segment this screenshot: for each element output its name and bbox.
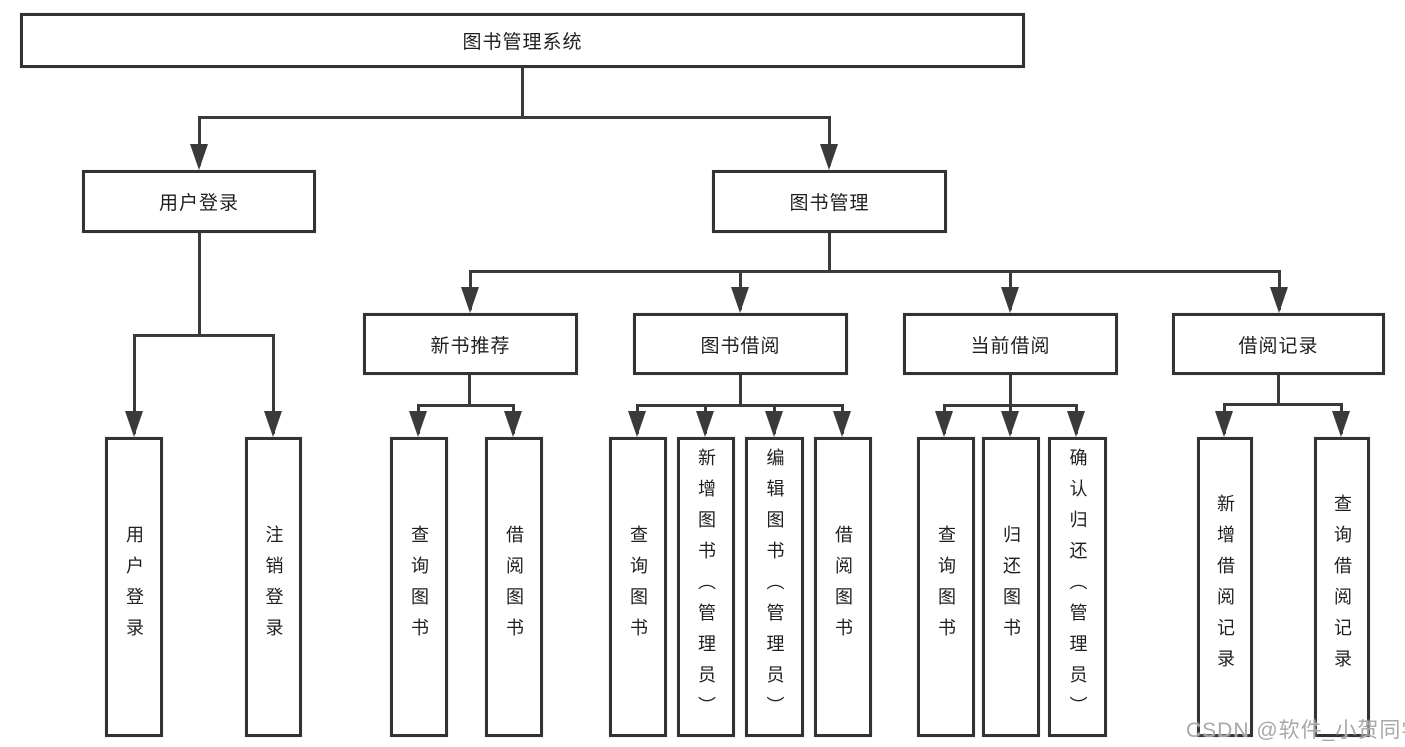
- node-current-borrow: 当前借阅: [903, 313, 1118, 375]
- leaf-records-add-record-label: 新增借阅记录: [1215, 494, 1235, 680]
- node-borrow-records-label: 借阅记录: [1238, 335, 1319, 357]
- connector-level3-bus: [469, 270, 1281, 273]
- leaf-current-confirm-return-admin: 确认归还（管理员）: [1048, 437, 1107, 737]
- connector-leaf-user-login-stem: [133, 334, 136, 434]
- leaf-logout-login-label: 注销登录: [263, 525, 284, 649]
- arrowhead-recommend-leaf1: [409, 411, 427, 437]
- leaf-current-return-book: 归还图书: [982, 437, 1040, 737]
- leaf-recommend-borrow-book: 借阅图书: [485, 437, 543, 737]
- arrowhead-leaf-logout: [264, 411, 282, 437]
- leaf-current-confirm-return-admin-label: 确认归还（管理员）: [1067, 447, 1088, 727]
- connector-user-login-stem: [198, 116, 201, 166]
- connector-records-down: [1277, 375, 1280, 406]
- node-book-borrow: 图书借阅: [633, 313, 848, 375]
- node-book-management: 图书管理: [712, 170, 947, 233]
- node-user-login: 用户登录: [82, 170, 316, 233]
- leaf-borrow-edit-book-admin: 编辑图书（管理员）: [745, 437, 804, 737]
- node-root-label: 图书管理系统: [462, 32, 583, 53]
- leaf-recommend-borrow-book-label: 借阅图书: [504, 525, 524, 649]
- leaf-borrow-borrow-book-label: 借阅图书: [833, 525, 853, 649]
- leaf-current-return-book-label: 归还图书: [1001, 525, 1021, 649]
- leaf-user-login: 用户登录: [105, 437, 163, 737]
- connector-root-stem: [521, 68, 524, 118]
- node-new-book-recommend: 新书推荐: [363, 313, 578, 375]
- arrowhead-book-management: [820, 144, 838, 170]
- arrowhead-current-leaf2: [1001, 411, 1019, 437]
- connector-book-management-down: [828, 233, 831, 273]
- leaf-borrow-borrow-book: 借阅图书: [814, 437, 872, 737]
- arrowhead-current-leaf1: [935, 411, 953, 437]
- leaf-records-add-record: 新增借阅记录: [1197, 437, 1253, 737]
- csdn-watermark: CSDN @软件_小贺同学: [1186, 719, 1405, 742]
- arrowhead-borrow-leaf2: [696, 411, 714, 437]
- arrowhead-records-leaf1: [1215, 411, 1233, 437]
- leaf-recommend-query-book-label: 查询图书: [409, 525, 429, 649]
- leaf-recommend-query-book: 查询图书: [390, 437, 448, 737]
- leaf-records-query-record-label: 查询借阅记录: [1332, 494, 1352, 680]
- connector-book-management-stem: [828, 116, 831, 166]
- leaf-current-query-book-label: 查询图书: [936, 525, 956, 649]
- arrowhead-borrow: [731, 287, 749, 313]
- node-new-book-recommend-label: 新书推荐: [430, 335, 511, 357]
- node-book-management-label: 图书管理: [789, 193, 870, 214]
- connector-borrow-bus: [636, 404, 843, 407]
- node-borrow-records: 借阅记录: [1172, 313, 1385, 375]
- node-book-borrow-label: 图书借阅: [700, 335, 781, 357]
- leaf-borrow-query-book: 查询图书: [609, 437, 667, 737]
- connector-current-down: [1009, 375, 1012, 407]
- arrowhead-borrow-leaf4: [833, 411, 851, 437]
- connector-leaf-logout-stem: [272, 334, 275, 434]
- arrowhead-recommend: [461, 287, 479, 313]
- connector-recommend-bus: [417, 404, 515, 407]
- node-current-borrow-label: 当前借阅: [970, 335, 1051, 357]
- arrowhead-recommend-leaf2: [504, 411, 522, 437]
- arrowhead-leaf-user-login: [125, 411, 143, 437]
- leaf-records-query-record: 查询借阅记录: [1314, 437, 1370, 737]
- node-user-login-label: 用户登录: [158, 193, 239, 214]
- leaf-current-query-book: 查询图书: [917, 437, 975, 737]
- leaf-borrow-query-book-label: 查询图书: [628, 525, 648, 649]
- leaf-user-login-label: 用户登录: [124, 525, 144, 649]
- arrowhead-user-login: [190, 144, 208, 170]
- arrowhead-current-leaf3: [1067, 411, 1085, 437]
- arrowhead-borrow-leaf1: [628, 411, 646, 437]
- leaf-borrow-edit-book-admin-label: 编辑图书（管理员）: [764, 447, 785, 727]
- node-root: 图书管理系统: [20, 13, 1025, 68]
- arrowhead-records: [1270, 287, 1288, 313]
- leaf-borrow-add-book-admin: 新增图书（管理员）: [677, 437, 735, 737]
- connector-user-login-bus: [133, 334, 275, 337]
- arrowhead-borrow-leaf3: [765, 411, 783, 437]
- connector-recommend-down: [468, 375, 471, 407]
- connector-user-login-down: [198, 233, 201, 337]
- leaf-logout-login: 注销登录: [245, 437, 302, 737]
- arrowhead-records-leaf2: [1332, 411, 1350, 437]
- arrowhead-current: [1001, 287, 1019, 313]
- leaf-borrow-add-book-admin-label: 新增图书（管理员）: [696, 447, 716, 727]
- connector-records-bus: [1223, 403, 1342, 406]
- connector-borrow-down: [739, 375, 742, 407]
- connector-level2-bus: [198, 116, 831, 119]
